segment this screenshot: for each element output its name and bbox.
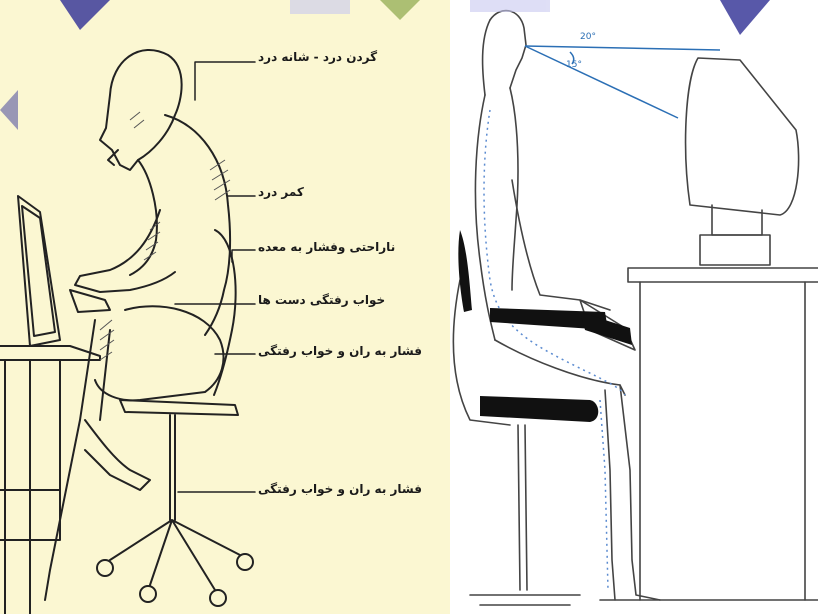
label-leaders <box>175 62 255 492</box>
angle-label-upper: 20° <box>580 32 596 42</box>
chair-seat <box>120 400 238 415</box>
label-back-pain: کمر درد <box>258 185 304 199</box>
spine-dotted-line <box>484 110 625 395</box>
arm-outline <box>512 180 610 310</box>
bad-posture-illustration <box>0 0 450 614</box>
head-outline <box>490 11 526 88</box>
torso-outline <box>165 115 230 335</box>
desk-outline <box>628 268 818 282</box>
head-outline <box>100 50 182 170</box>
chair-base <box>518 425 527 590</box>
label-thigh-pressure-upper: فشار به ران و خواب رفتگی <box>258 344 422 358</box>
label-neck-shoulder-pain: گردن درد - شانه درد <box>258 50 377 64</box>
thigh-outline <box>95 306 224 400</box>
chair-base <box>170 415 175 520</box>
label-thigh-pressure-lower: فشار به ران و خواب رفتگی <box>258 482 422 496</box>
label-hand-numbness: خواب رفتگی دست ها <box>258 293 385 307</box>
bad-posture-panel: گردن درد - شانه درد کمر درد ناراحتی وفشا… <box>0 0 450 614</box>
good-posture-illustration <box>450 0 818 614</box>
good-posture-panel: 20° 15° <box>450 0 818 614</box>
label-stomach-pressure: ناراحتی وفشار به معده <box>258 240 395 254</box>
angle-label-lower: 15° <box>566 60 582 70</box>
desk-outline <box>0 346 100 360</box>
lower-leg-outline <box>85 420 150 490</box>
monitor-outline <box>686 58 799 215</box>
thigh-outline <box>495 340 625 395</box>
